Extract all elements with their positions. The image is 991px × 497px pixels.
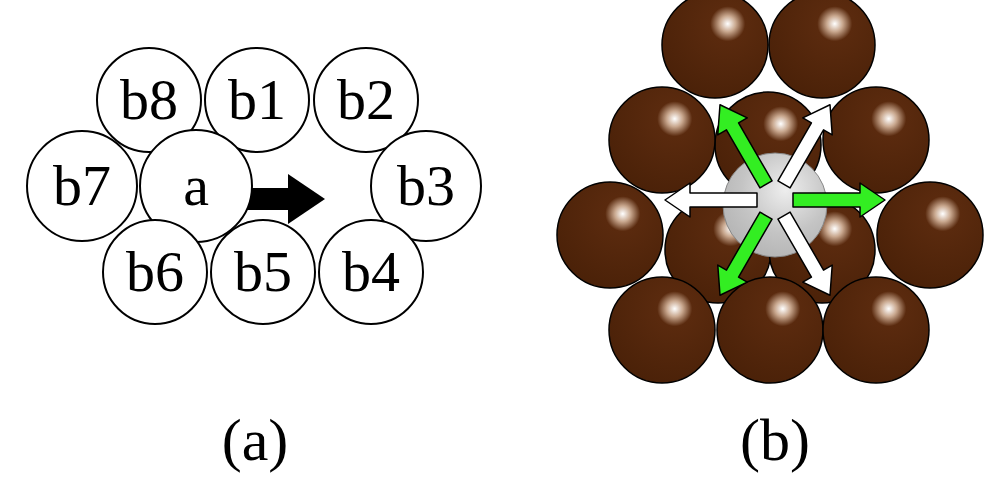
particle-circle: b5 — [210, 219, 316, 325]
panel-label: (a) — [222, 410, 289, 470]
particle-label: b4 — [342, 243, 400, 301]
jump-arrows — [665, 96, 885, 304]
particle-label: a — [183, 157, 209, 215]
particle-circle: b7 — [26, 130, 138, 242]
particle-label: b8 — [120, 71, 178, 129]
particle-circle: b6 — [102, 219, 208, 325]
particle-label: b5 — [234, 243, 292, 301]
particle-label: b1 — [228, 71, 286, 129]
lattice-spheres — [557, 0, 983, 383]
particle-circle: b4 — [318, 219, 424, 325]
panel-label: (b) — [740, 410, 810, 470]
particle-label: b3 — [397, 157, 455, 215]
particle-label: b6 — [126, 243, 184, 301]
particle-label: b7 — [53, 157, 111, 215]
particle-label: b2 — [337, 71, 395, 129]
